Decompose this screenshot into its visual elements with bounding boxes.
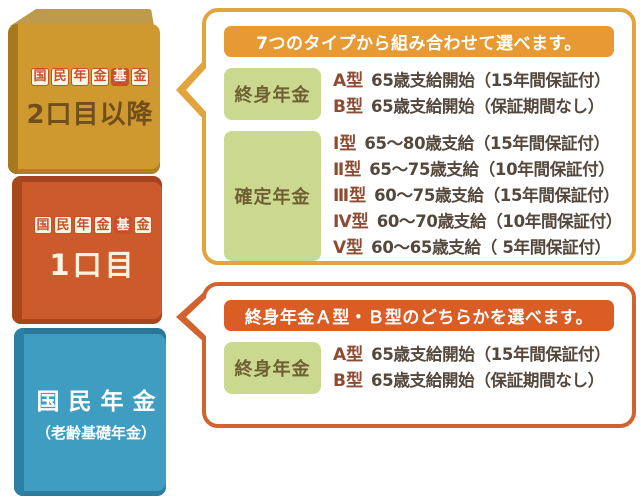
group-shushin-nenkin: 終身年金 A型 65歳支給開始（15年間保証付） B型 65歳支給開始（保証期間… (224, 342, 614, 394)
logo-char: 金 (91, 67, 109, 86)
block-subtitle-kiso: （老齢基礎年金） (35, 423, 156, 442)
callout-title: 7つのタイプから組み合わせて選べます。 (224, 26, 614, 57)
plan-row: Ⅲ型 60～75歳支給（15年間保証付） (333, 183, 622, 209)
plan-type: Ⅲ型 (333, 186, 367, 206)
logo-char: 年 (71, 67, 89, 86)
plan-row: Ⅱ型 65～75歳支給（10年間保証付） (333, 157, 622, 183)
plan-row: B型 65歳支給開始（保証期間なし） (333, 368, 610, 394)
bubble-tail-icon (186, 297, 207, 337)
logo-char: 民 (54, 216, 72, 234)
group-kakutei-nenkin: 確定年金 Ⅰ型 65～80歳支給（15年間保証付） Ⅱ型 65～75歳支給（10… (224, 131, 622, 261)
plan-type: Ⅴ型 (333, 238, 364, 258)
plan-row: Ⅴ型 60～65歳支給（ 5年間保証付） (333, 235, 622, 261)
plan-desc: 65歳支給開始（保証期間なし） (370, 97, 604, 116)
logo-char: 金 (94, 216, 112, 234)
plan-desc: 60～65歳支給（ 5年間保証付） (371, 238, 611, 257)
plan-type: A型 (333, 345, 364, 365)
callout-ab-choice: 終身年金Ａ型・Ｂ型のどちらかを選べます。 終身年金 A型 65歳支給開始（15年… (176, 282, 636, 428)
block-title-kokumin: 国民年金 (36, 388, 165, 415)
logo-char-highlight: 基 (111, 67, 129, 86)
plan-desc: 60～70歳支給（10年間保証付） (376, 212, 623, 231)
group-shushin-nenkin: 終身年金 A型 65歳支給開始（15年間保証付） B型 65歳支給開始（保証期間… (224, 68, 614, 120)
callout-seven-types: 7つのタイプから組み合わせて選べます。 終身年金 A型 65歳支給開始（15年間… (176, 8, 636, 265)
block-top-face (10, 9, 154, 26)
plan-row: Ⅰ型 65～80歳支給（15年間保証付） (333, 131, 622, 157)
plan-type: Ⅳ型 (333, 212, 369, 232)
plan-type: Ⅱ型 (333, 160, 362, 180)
block-kikin-upper: 国 民 年 金 基 金 2口目以降 (8, 9, 160, 174)
logo-char: 金 (134, 216, 152, 234)
logo-char: 金 (131, 67, 149, 86)
bubble-tail-icon (186, 67, 207, 113)
plan-desc: 65歳支給開始（15年間保証付） (371, 71, 611, 90)
plan-type: B型 (333, 97, 363, 117)
plan-row: Ⅳ型 60～70歳支給（10年間保証付） (333, 209, 622, 235)
logo-char: 国 (34, 216, 52, 234)
kikin-logo: 国 民 年 金 基 金 (31, 67, 149, 86)
block-label-upper-units: 2口目以降 (26, 99, 154, 130)
plan-desc: 65歳支給開始（保証期間なし） (370, 371, 604, 390)
plan-desc: 65～75歳支給（10年間保証付） (369, 160, 615, 179)
plan-row: A型 65歳支給開始（15年間保証付） (333, 68, 611, 94)
logo-char-highlight: 基 (114, 216, 132, 234)
callout-title: 終身年金Ａ型・Ｂ型のどちらかを選べます。 (224, 300, 614, 331)
logo-char: 年 (74, 216, 92, 234)
group-label: 確定年金 (224, 131, 321, 261)
block-kokumin-nenkin: 国民年金 （老齢基礎年金） (14, 328, 166, 496)
plan-type: A型 (333, 71, 364, 91)
block-kikin-first: 国 民 年 金 基 金 1口目 (12, 176, 162, 324)
plan-desc: 65～80歳支給（15年間保証付） (364, 134, 610, 153)
block-label-first-unit: 1口目 (49, 248, 137, 282)
plan-desc: 65歳支給開始（15年間保証付） (371, 345, 611, 364)
plan-type: Ⅰ型 (333, 134, 357, 154)
logo-char: 民 (51, 67, 69, 86)
plan-row: A型 65歳支給開始（15年間保証付） (333, 342, 611, 368)
plan-row: B型 65歳支給開始（保証期間なし） (333, 94, 610, 120)
plan-desc: 60～75歳支給（15年間保証付） (374, 186, 620, 205)
group-label: 終身年金 (224, 342, 321, 394)
kikin-logo: 国 民 年 金 基 金 (34, 216, 152, 234)
group-label: 終身年金 (224, 68, 321, 120)
logo-char: 国 (31, 67, 49, 86)
plan-type: B型 (333, 371, 363, 391)
